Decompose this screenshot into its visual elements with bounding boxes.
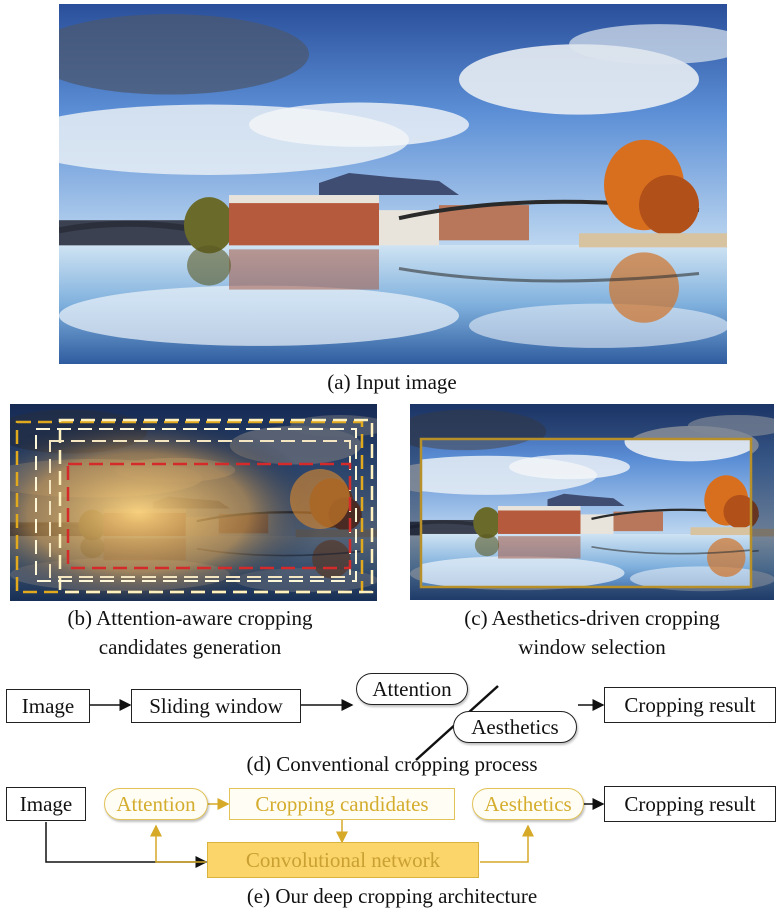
node-cropping-candidates: Cropping candidates bbox=[229, 788, 455, 820]
selected-window bbox=[419, 437, 753, 589]
arrow-image-to-network bbox=[45, 822, 208, 868]
node-attention-d: Attention bbox=[356, 673, 468, 705]
caption-a: (a) Input image bbox=[327, 370, 457, 394]
arrow-network-to-aesthetics bbox=[480, 824, 534, 863]
node-aesthetics-e: Aesthetics bbox=[472, 788, 584, 820]
node-image-d: Image bbox=[6, 689, 90, 723]
node-image-e: Image bbox=[6, 787, 86, 821]
caption-d: (d) Conventional cropping process bbox=[246, 752, 538, 776]
caption-b-line2: candidates generation bbox=[98, 635, 282, 659]
selected-crop-image bbox=[410, 404, 774, 600]
caption-c-line2: window selection bbox=[518, 635, 666, 659]
node-result-d: Cropping result bbox=[604, 687, 776, 723]
crop-candidate-outer bbox=[15, 420, 364, 594]
node-attention-e: Attention bbox=[104, 788, 208, 820]
crop-candidate-mid bbox=[35, 428, 357, 582]
node-aesthetics-d: Aesthetics bbox=[453, 711, 577, 743]
node-convolutional-network: Convolutional network bbox=[207, 842, 479, 878]
crop-candidate-red bbox=[66, 462, 352, 570]
caption-c-line1: (c) Aesthetics-driven cropping bbox=[464, 606, 720, 630]
caption-e: (e) Our deep cropping architecture bbox=[246, 884, 538, 908]
arrow-network-to-attention bbox=[150, 824, 206, 863]
caption-b-line1: (b) Attention-aware cropping bbox=[67, 606, 313, 630]
attention-image bbox=[10, 404, 377, 601]
node-sliding-window: Sliding window bbox=[131, 689, 301, 723]
node-result-e: Cropping result bbox=[604, 786, 776, 822]
crop-candidate-cream bbox=[58, 418, 374, 594]
